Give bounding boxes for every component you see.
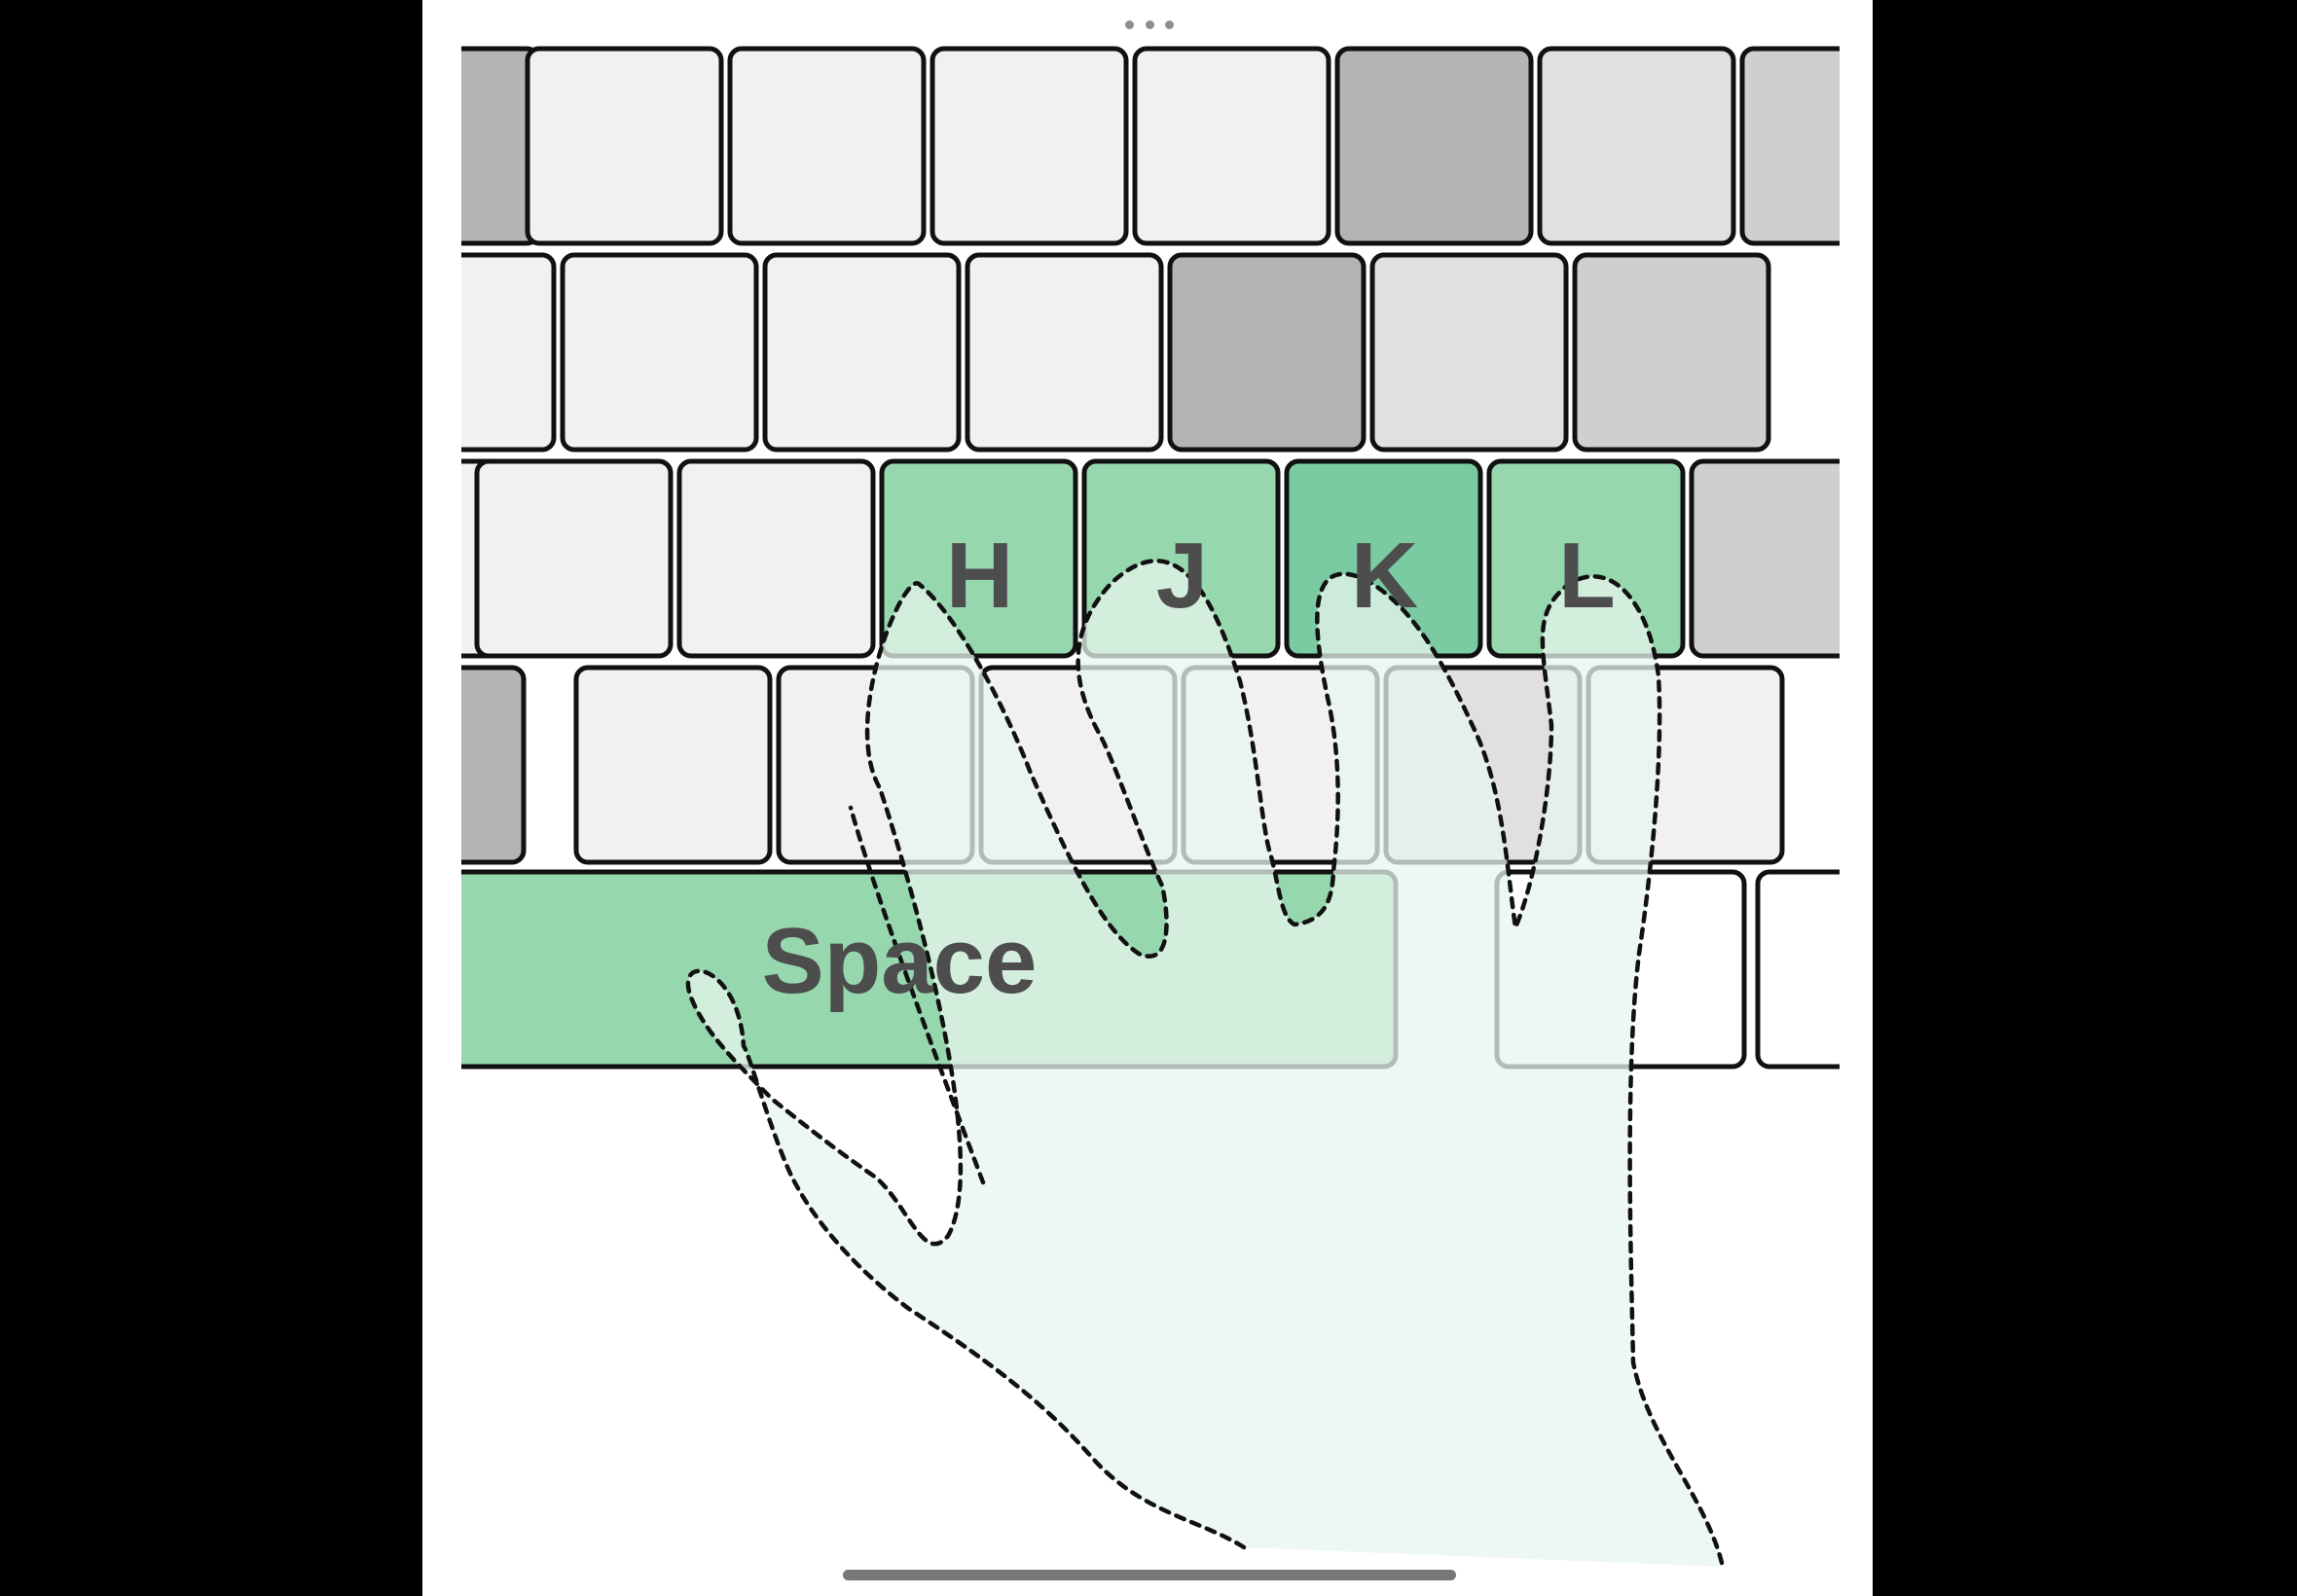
key[interactable] [1537,46,1736,246]
multitasking-dots-icon[interactable] [1125,18,1174,30]
key[interactable] [474,458,674,659]
key[interactable] [422,46,541,246]
key[interactable] [1689,458,1873,659]
dot [1165,19,1174,29]
key-label-j: J [1156,524,1208,628]
keyboard-keys [422,46,1873,1070]
key[interactable] [727,46,927,246]
right-hand-outline-icon [685,559,1726,1570]
hand-outline [685,559,1726,1570]
key[interactable] [1572,252,1771,453]
key[interactable] [1755,869,1873,1070]
finger-separator [848,805,986,1185]
key[interactable] [560,252,759,453]
key[interactable] [965,252,1164,453]
key[interactable] [422,252,557,453]
key[interactable] [762,252,962,453]
key[interactable] [1334,46,1534,246]
key-label-h: H [946,524,1013,628]
key[interactable] [1167,252,1367,453]
keyboard-illustration: H J K L Space [422,46,1873,1570]
key[interactable] [573,665,773,865]
key[interactable] [1132,46,1331,246]
key-label-l: L [1558,524,1616,628]
key-label-k: K [1351,524,1418,628]
key[interactable] [1739,46,1873,246]
dot [1145,19,1154,29]
key-labels: H J K L Space [762,524,1616,1013]
key[interactable] [525,46,724,246]
key[interactable] [1369,252,1569,453]
keyboard-panel: H J K L Space [422,0,1873,1596]
key[interactable] [422,665,527,865]
home-indicator-icon[interactable] [843,1570,1456,1580]
key[interactable] [930,46,1129,246]
dot [1125,19,1134,29]
key-label-space: Space [762,909,1038,1013]
key[interactable] [676,458,876,659]
